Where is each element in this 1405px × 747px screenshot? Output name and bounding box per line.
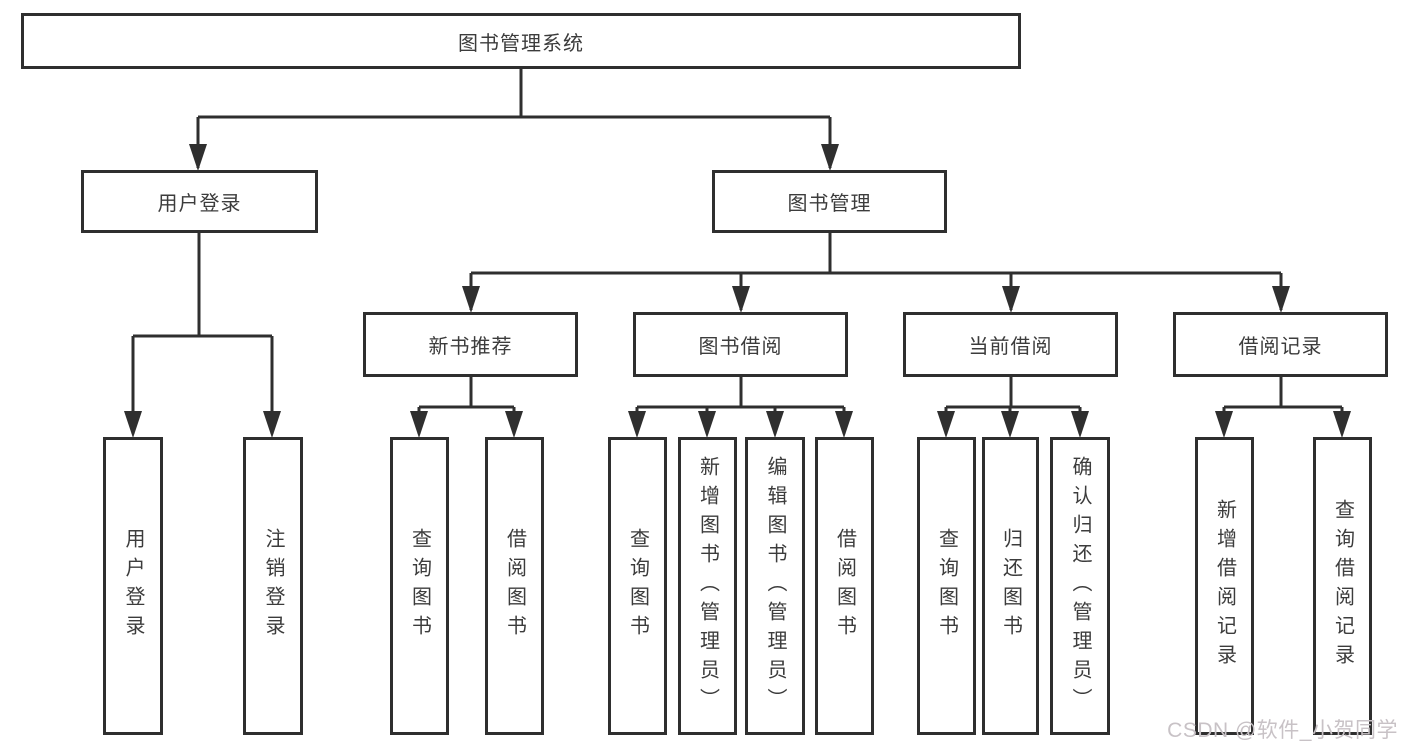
node-leaf-return-books: 归还图书 bbox=[982, 437, 1039, 735]
node-label: 查询图书 bbox=[935, 528, 958, 644]
arrow-down-icon bbox=[628, 411, 646, 438]
node-label: 新增借阅记录 bbox=[1213, 499, 1236, 673]
node-label: 借阅图书 bbox=[503, 528, 526, 644]
arrow-down-icon bbox=[1272, 286, 1290, 313]
arrow-down-icon bbox=[1071, 411, 1089, 438]
arrow-down-icon bbox=[821, 144, 839, 171]
arrow-down-icon bbox=[505, 411, 523, 438]
node-leaf-query-books-recommend: 查询图书 bbox=[390, 437, 449, 735]
node-leaf-borrow-books-recommend: 借阅图书 bbox=[485, 437, 544, 735]
arrow-down-icon bbox=[1002, 286, 1020, 313]
arrow-down-icon bbox=[1215, 411, 1233, 438]
node-label: 借阅图书 bbox=[833, 528, 856, 644]
arrow-down-icon bbox=[766, 411, 784, 438]
arrow-down-icon bbox=[1333, 411, 1351, 438]
node-label: 用户登录 bbox=[157, 193, 242, 215]
node-leaf-borrow-books-borrowing: 借阅图书 bbox=[815, 437, 874, 735]
node-book-borrowing: 图书借阅 bbox=[633, 312, 848, 377]
node-user-login: 用户登录 bbox=[81, 170, 318, 233]
arrow-down-icon bbox=[410, 411, 428, 438]
node-book-management: 图书管理 bbox=[712, 170, 947, 233]
node-label: 注销登录 bbox=[262, 528, 284, 644]
node-current-borrowing: 当前借阅 bbox=[903, 312, 1118, 377]
node-leaf-logout: 注销登录 bbox=[243, 437, 303, 735]
csdn-watermark: CSDN @软件_小贺同学 bbox=[1167, 719, 1398, 742]
node-leaf-edit-books-admin: 编辑图书（管理员） bbox=[745, 437, 805, 735]
node-label: 编辑图书（管理员） bbox=[764, 455, 786, 717]
node-leaf-query-books-current: 查询图书 bbox=[917, 437, 976, 735]
arrow-down-icon bbox=[189, 144, 207, 171]
node-label: 确认归还（管理员） bbox=[1069, 455, 1091, 717]
arrow-down-icon bbox=[698, 411, 716, 438]
node-label: 查询借阅记录 bbox=[1331, 499, 1354, 673]
tree-connector-path bbox=[131, 69, 1344, 434]
node-label: 新书推荐 bbox=[428, 336, 513, 358]
node-label: 归还图书 bbox=[999, 528, 1022, 644]
arrow-down-icon bbox=[937, 411, 955, 438]
node-leaf-query-books-borrowing: 查询图书 bbox=[608, 437, 667, 735]
node-borrowing-records: 借阅记录 bbox=[1173, 312, 1388, 377]
arrow-down-icon bbox=[1001, 411, 1019, 438]
node-leaf-confirm-return-admin: 确认归还（管理员） bbox=[1050, 437, 1110, 735]
arrow-down-icon bbox=[732, 286, 750, 313]
node-label: 当前借阅 bbox=[968, 336, 1053, 358]
arrowheads bbox=[124, 144, 1351, 438]
node-label: 图书管理 bbox=[787, 193, 872, 215]
node-label: 用户登录 bbox=[122, 528, 144, 644]
arrow-down-icon bbox=[462, 286, 480, 313]
node-leaf-add-borrow-record: 新增借阅记录 bbox=[1195, 437, 1254, 735]
node-label: 查询图书 bbox=[408, 528, 431, 644]
arrow-down-icon bbox=[263, 411, 281, 438]
node-leaf-add-books-admin: 新增图书（管理员） bbox=[678, 437, 737, 735]
node-library-management-system: 图书管理系统 bbox=[21, 13, 1021, 69]
node-label: 图书借阅 bbox=[698, 336, 783, 358]
arrow-down-icon bbox=[124, 411, 142, 438]
node-leaf-user-login: 用户登录 bbox=[103, 437, 163, 735]
arrow-down-icon bbox=[835, 411, 853, 438]
node-leaf-query-borrow-record: 查询借阅记录 bbox=[1313, 437, 1372, 735]
node-label: 图书管理系统 bbox=[458, 32, 584, 55]
node-new-book-recommendation: 新书推荐 bbox=[363, 312, 578, 377]
node-label: 新增图书（管理员） bbox=[696, 455, 719, 717]
node-label: 借阅记录 bbox=[1238, 336, 1323, 358]
node-label: 查询图书 bbox=[626, 528, 649, 644]
